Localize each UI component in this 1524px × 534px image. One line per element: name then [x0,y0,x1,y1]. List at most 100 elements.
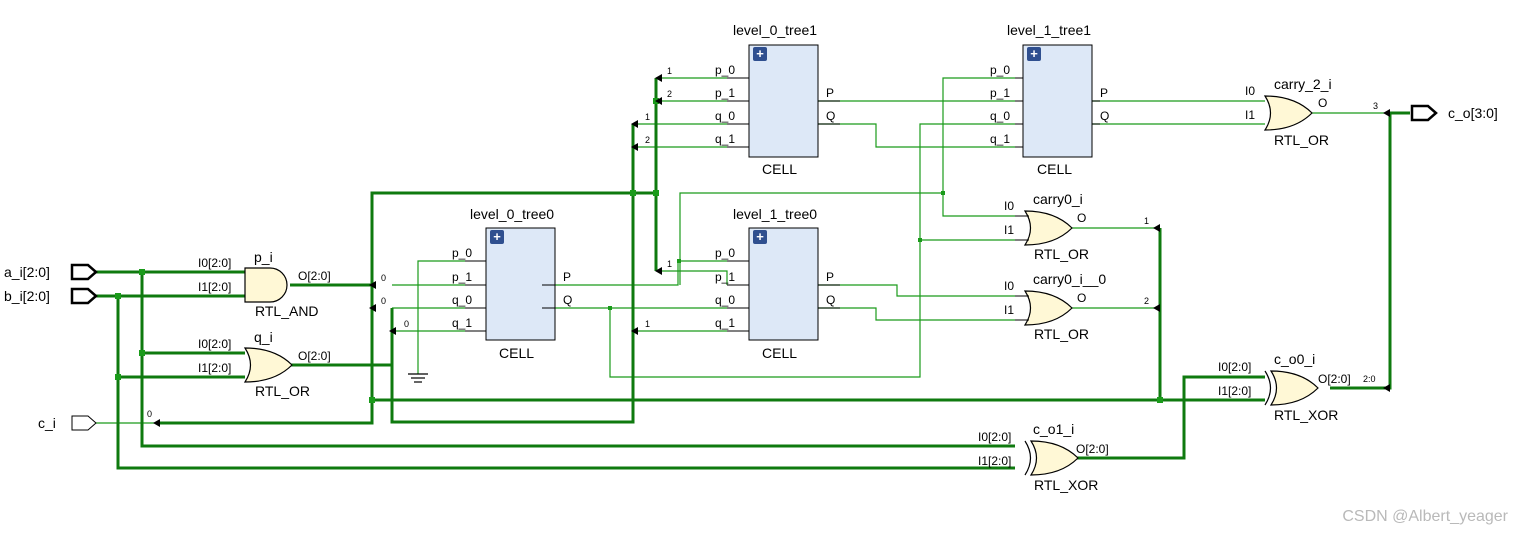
watermark: CSDN @Albert_yeager [1342,508,1508,525]
gate-name: p_i [254,249,273,265]
pin-label: I0 [1245,84,1255,98]
pin-label: O[2:0] [1318,372,1351,386]
port-b-i[interactable]: b_i[2:0] [4,287,98,305]
pin-label: q_1 [715,316,735,330]
plus-icon: + [493,229,501,244]
pin-label: p_1 [452,270,472,284]
bit-label: 1 [1144,216,1149,226]
gate-type: RTL_OR [1274,132,1329,148]
cell-level-1-tree0[interactable]: level_1_tree0 + p_0 p_1 q_0 q_1 P Q CELL [715,206,840,361]
pin-label: I1 [1004,303,1014,317]
ground-icon [408,373,428,383]
bit-label: 2 [645,135,650,145]
bit-label: 1 [667,259,672,269]
cell-level-1-tree1[interactable]: level_1_tree1 + p_0 p_1 q_0 q_1 P Q CELL [990,22,1109,177]
plus-icon: + [756,46,764,61]
gate-type: RTL_OR [1034,246,1089,262]
pin-label: O[2:0] [298,349,331,363]
port-b-i-label: b_i[2:0] [4,288,50,304]
gate-name: c_o0_i [1274,351,1315,367]
bit-label: 2:0 [1363,374,1376,384]
pin-label: I1[2:0] [978,454,1011,468]
expand-button[interactable] [753,230,767,244]
port-c-i[interactable]: c_i [38,415,97,431]
cell-name: level_1_tree0 [733,206,817,222]
pin-label: I0 [1004,199,1014,213]
cell-name: level_0_tree0 [470,206,554,222]
pin-label: q_1 [990,132,1010,146]
pin-label: O [1077,291,1086,305]
pin-label: I1[2:0] [198,280,231,294]
gate-c-o1-i-xor[interactable]: c_o1_i I0[2:0] I1[2:0] O[2:0] RTL_XOR [978,421,1109,493]
bit-label: 1 [645,319,650,329]
bit-labels: 1 2 1 2 0 0 0 1 1 0 1 2 3 2:0 [147,66,1378,419]
gate-type: RTL_XOR [1034,477,1098,493]
pin-label: p_1 [715,270,735,284]
pin-label: O[2:0] [1076,442,1109,456]
pin-label: q_0 [452,293,472,307]
cell-type: CELL [762,161,797,177]
pin-label: p_0 [715,246,735,260]
pin-label: q_1 [715,132,735,146]
bit-label: 0 [381,273,386,283]
port-c-o-label: c_o[3:0] [1448,105,1498,121]
port-c-o[interactable]: c_o[3:0] [1410,104,1498,122]
expand-button[interactable] [490,230,504,244]
bit-label: 0 [381,296,386,306]
gate-type: RTL_AND [255,303,319,319]
pin-label: Q [563,293,572,307]
gate-name: carry0_i [1033,191,1083,207]
bit-label: 2 [667,89,672,99]
cell-type: CELL [762,345,797,361]
gate-name: q_i [254,329,273,345]
cell-level-0-tree0[interactable]: level_0_tree0 + p_0 p_1 q_0 q_1 P Q CELL [452,206,572,361]
bit-label: 0 [147,409,152,419]
gate-name: c_o1_i [1033,421,1074,437]
cell-name: level_0_tree1 [733,22,817,38]
gate-carry0-i-or[interactable]: carry0_i I0 I1 O RTL_OR [1004,191,1089,262]
pin-label: O [1077,211,1086,225]
pin-label: Q [826,109,835,123]
bit-label: 1 [645,112,650,122]
pin-label: I1[2:0] [1218,384,1251,398]
pin-label: P [1100,86,1108,100]
thin-wires [96,77,1390,424]
pin-label: O[2:0] [298,269,331,283]
arrows [153,74,1390,427]
pin-label: Q [826,293,835,307]
pin-label: p_0 [452,246,472,260]
cell-type: CELL [499,345,534,361]
pin-label: I1 [1004,223,1014,237]
gate-carry0-i-0-or[interactable]: carry0_i__0 I0 I1 O RTL_OR [1004,271,1106,342]
pin-label: P [826,270,834,284]
gate-type: RTL_XOR [1274,407,1338,423]
gate-q-i-or[interactable]: q_i I0[2:0] I1[2:0] O[2:0] RTL_OR [198,329,331,399]
pin-label: I0 [1004,279,1014,293]
pin-label: I1[2:0] [198,361,231,375]
plus-icon: + [1030,46,1038,61]
port-a-i-label: a_i[2:0] [4,264,50,280]
pin-label: P [826,86,834,100]
expand-button[interactable] [1027,47,1041,61]
cell-name: level_1_tree1 [1007,22,1091,38]
plus-icon: + [756,229,764,244]
pin-label: I0[2:0] [1218,360,1251,374]
pin-label: Q [1100,109,1109,123]
pin-label: P [563,270,571,284]
gate-c-o0-i-xor[interactable]: c_o0_i I0[2:0] I1[2:0] O[2:0] RTL_XOR [1218,351,1351,423]
bit-label: 1 [667,66,672,76]
gate-type: RTL_OR [255,383,310,399]
pin-label: q_0 [990,109,1010,123]
pin-label: O [1318,96,1327,110]
gate-carry-2-i-or[interactable]: carry_2_i I0 I1 O RTL_OR [1245,76,1332,148]
pin-label: I0[2:0] [198,256,231,270]
gate-p-i-and[interactable]: p_i I0[2:0] I1[2:0] O[2:0] RTL_AND [198,249,331,319]
pin-label: p_0 [715,63,735,77]
port-a-i[interactable]: a_i[2:0] [4,263,98,281]
pin-label: I0[2:0] [978,430,1011,444]
pin-label: p_0 [990,63,1010,77]
cell-level-0-tree1[interactable]: level_0_tree1 + p_0 p_1 q_0 q_1 P Q CELL [715,22,840,177]
expand-button[interactable] [753,47,767,61]
junctions [115,98,1163,403]
